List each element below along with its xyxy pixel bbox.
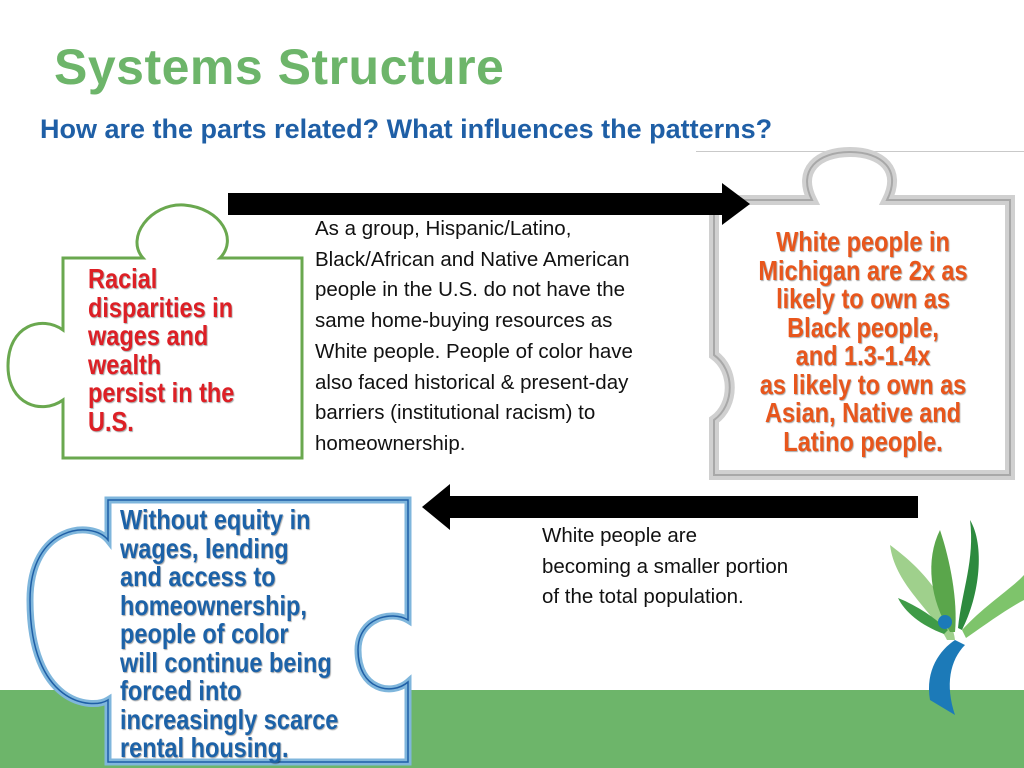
- puzzle-right-line: likely to own as: [776, 283, 950, 314]
- tree-logo-icon: [890, 520, 1024, 715]
- page-title: Systems Structure: [54, 39, 505, 95]
- paragraph-bottom-line: of the total population.: [542, 585, 744, 609]
- puzzle-right-line: Latino people.: [783, 425, 943, 457]
- puzzle-left-line: disparities in: [88, 291, 234, 323]
- puzzle-right-text: White people in Michigan are 2x as likel…: [740, 226, 987, 457]
- paragraph-bottom: White people are becoming a smaller port…: [542, 521, 788, 613]
- arrow-right-icon: [228, 183, 750, 225]
- puzzle-left-line: wealth: [88, 348, 162, 380]
- puzzle-bottom-text: Without equity in wages, lending and acc…: [120, 504, 339, 763]
- puzzle-right-line: and 1.3-1.4x: [795, 340, 931, 371]
- puzzle-right-line: Black people,: [787, 311, 939, 343]
- paragraph-top-line: barriers (institutional racism) to: [315, 401, 596, 425]
- paragraph-top-line: Black/African and Native American: [315, 247, 630, 271]
- paragraph-top-line: also faced historical & present-day: [315, 370, 629, 394]
- puzzle-left-line: U.S.: [88, 405, 134, 437]
- puzzle-bottom-line: homeownership,: [120, 589, 307, 621]
- paragraph-top: As a group, Hispanic/Latino, Black/Afric…: [315, 214, 633, 460]
- puzzle-piece-bottom: [26, 496, 412, 766]
- puzzle-piece-right: [709, 146, 1015, 480]
- paragraph-top-line: people in the U.S. do not have the: [315, 278, 626, 302]
- page-subtitle: How are the parts related? What influenc…: [40, 114, 773, 144]
- puzzle-bottom-line: people of color: [120, 618, 289, 649]
- paragraph-top-line: same home-buying resources as: [315, 309, 613, 333]
- puzzle-piece-left: [6, 203, 304, 460]
- puzzle-bottom-line: increasingly scarce: [120, 703, 339, 735]
- puzzle-bottom-line: forced into: [120, 675, 242, 706]
- paragraph-top-line: homeownership.: [315, 431, 466, 455]
- puzzle-left-line: Racial: [88, 263, 158, 294]
- paragraph-bottom-line: White people are: [542, 524, 697, 547]
- paragraph-top-line: White people. People of color have: [315, 339, 633, 363]
- puzzle-bottom-line: rental housing.: [120, 732, 289, 763]
- puzzle-bottom-line: and access to: [120, 561, 276, 592]
- puzzle-right-line: Asian, Native and: [764, 397, 962, 428]
- puzzle-left-line: wages and: [88, 320, 209, 351]
- puzzle-left-line: persist in the: [88, 377, 235, 408]
- paragraph-top-line: As a group, Hispanic/Latino,: [315, 217, 572, 240]
- arrow-left-icon: [422, 484, 918, 530]
- paragraph-bottom-line: becoming a smaller portion: [542, 554, 789, 578]
- puzzle-right-line: White people in: [776, 226, 950, 257]
- puzzle-bottom-line: Without equity in: [120, 504, 311, 535]
- puzzle-left-text: Racial disparities in wages and wealth p…: [88, 263, 235, 437]
- puzzle-right-line: as likely to own as: [759, 368, 967, 400]
- puzzle-bottom-line: wages, lending: [120, 532, 289, 564]
- puzzle-right-line: Michigan are 2x as: [758, 254, 968, 286]
- puzzle-bottom-line: will continue being: [120, 646, 332, 678]
